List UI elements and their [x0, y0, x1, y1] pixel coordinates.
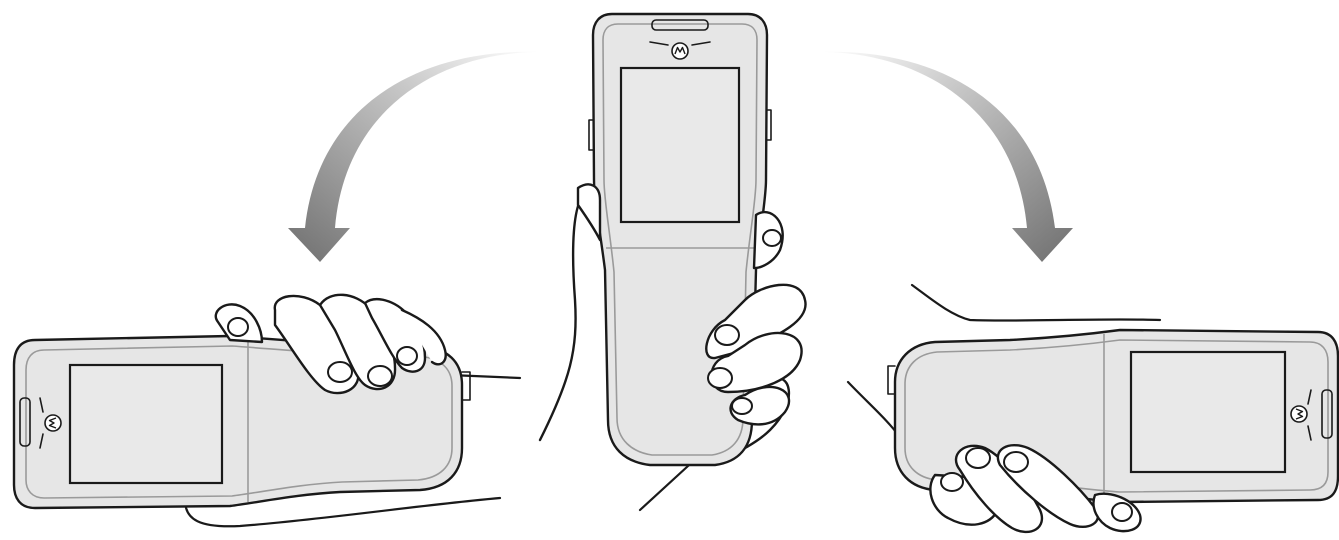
- left-screen: [70, 365, 222, 483]
- landscape-right-device-view: [848, 285, 1338, 532]
- portrait-device-view: [540, 14, 806, 510]
- right-screen: [1131, 352, 1285, 472]
- rotate-left-arrow: [288, 52, 540, 262]
- landscape-left-device-view: [14, 295, 520, 526]
- center-screen: [621, 68, 739, 222]
- rotate-right-arrow: [820, 52, 1073, 262]
